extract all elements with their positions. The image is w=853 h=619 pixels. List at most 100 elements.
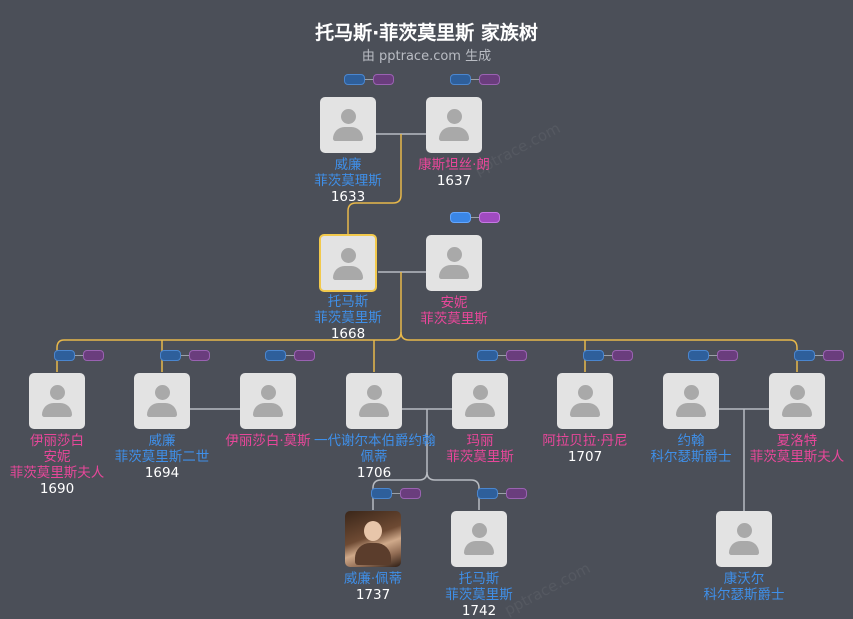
avatar[interactable] — [716, 511, 772, 567]
avatar[interactable] — [346, 373, 402, 429]
birth-year: 1737 — [355, 587, 391, 603]
parent-child-link — [56, 272, 402, 372]
male-tag[interactable] — [477, 488, 498, 499]
relation-tags[interactable] — [160, 350, 210, 361]
person-charlotte[interactable]: 夏洛特菲茨莫里斯夫人 — [737, 373, 853, 465]
name-line: 夏洛特 — [776, 433, 818, 449]
male-tag[interactable] — [688, 350, 709, 361]
male-tag[interactable] — [344, 74, 365, 85]
relation-tags[interactable] — [688, 350, 738, 361]
birth-year: 1668 — [330, 326, 366, 342]
avatar[interactable] — [240, 373, 296, 429]
avatar[interactable] — [557, 373, 613, 429]
male-tag[interactable] — [794, 350, 815, 361]
parent-child-link — [400, 331, 798, 372]
person-icon — [340, 109, 356, 124]
relation-tags[interactable] — [265, 350, 315, 361]
name-line: 伊丽莎白 — [30, 433, 84, 449]
avatar[interactable] — [29, 373, 85, 429]
female-tag[interactable] — [373, 74, 394, 85]
name-line: 菲茨莫理斯 — [314, 173, 382, 189]
name-line: 菲茨莫里斯 — [420, 311, 488, 327]
page-title: 托马斯·菲茨莫里斯 家族树 — [315, 22, 538, 44]
name-line: 托马斯 — [327, 294, 369, 310]
female-tag[interactable] — [717, 350, 738, 361]
female-tag[interactable] — [189, 350, 210, 361]
birth-year: 1742 — [461, 603, 497, 619]
name-line: 威廉·佩蒂 — [343, 571, 403, 587]
person-icon — [789, 385, 805, 400]
female-tag[interactable] — [479, 212, 500, 223]
name-line: 安妮 — [440, 295, 468, 311]
female-tag[interactable] — [83, 350, 104, 361]
portrait-photo[interactable] — [345, 511, 401, 567]
male-tag[interactable] — [477, 350, 498, 361]
relation-tags[interactable] — [477, 488, 527, 499]
avatar[interactable] — [451, 511, 507, 567]
male-tag[interactable] — [450, 212, 471, 223]
relation-tags[interactable] — [583, 350, 633, 361]
relation-tags[interactable] — [450, 74, 500, 85]
avatar[interactable] — [134, 373, 190, 429]
female-tag[interactable] — [506, 488, 527, 499]
name-line: 菲茨莫里斯夫人 — [749, 449, 845, 465]
person-mary[interactable]: 玛丽菲茨莫里斯 — [420, 373, 540, 465]
female-tag[interactable] — [479, 74, 500, 85]
person-icon — [683, 385, 699, 400]
relation-tags[interactable] — [54, 350, 104, 361]
name-line: 阿拉贝拉·丹尼 — [542, 433, 628, 449]
person-icon — [471, 523, 487, 538]
relation-tags[interactable] — [794, 350, 844, 361]
birth-year: 1690 — [39, 481, 75, 497]
male-tag[interactable] — [265, 350, 286, 361]
female-tag[interactable] — [612, 350, 633, 361]
avatar[interactable] — [769, 373, 825, 429]
male-tag[interactable] — [54, 350, 75, 361]
female-tag[interactable] — [294, 350, 315, 361]
female-tag[interactable] — [400, 488, 421, 499]
male-tag[interactable] — [371, 488, 392, 499]
person-icon — [736, 523, 752, 538]
avatar[interactable] — [426, 97, 482, 153]
person-icon — [366, 385, 382, 400]
name-line: 一代谢尔本伯爵约翰 — [314, 433, 436, 449]
avatar[interactable] — [663, 373, 719, 429]
male-tag[interactable] — [583, 350, 604, 361]
name-line: 玛丽 — [466, 433, 494, 449]
person-icon — [260, 385, 276, 400]
relation-tags[interactable] — [371, 488, 421, 499]
page-subtitle: 由 pptrace.com 生成 — [361, 49, 492, 64]
male-tag[interactable] — [160, 350, 181, 361]
avatar[interactable] — [426, 235, 482, 291]
name-line: 科尔瑟斯爵士 — [703, 587, 785, 603]
avatar-selected[interactable] — [319, 234, 377, 292]
birth-year: 1633 — [330, 189, 366, 205]
relation-tags[interactable] — [477, 350, 527, 361]
person-icon — [340, 248, 356, 263]
male-tag[interactable] — [450, 74, 471, 85]
relation-tags[interactable] — [450, 212, 500, 223]
relation-tags[interactable] — [344, 74, 394, 85]
avatar[interactable] — [452, 373, 508, 429]
person-anne[interactable]: 安妮菲茨莫里斯 — [394, 235, 514, 327]
female-tag[interactable] — [506, 350, 527, 361]
name-line: 安妮 — [43, 449, 71, 465]
avatar[interactable] — [320, 97, 376, 153]
female-tag[interactable] — [823, 350, 844, 361]
person-icon — [446, 247, 462, 262]
person-elizabeth-mo[interactable]: 伊丽莎白·莫斯 — [208, 373, 328, 449]
parent-child-link — [372, 409, 428, 510]
name-line: 伊丽莎白·莫斯 — [225, 433, 311, 449]
person-john-carbery[interactable]: 约翰科尔瑟斯爵士 — [631, 373, 751, 465]
person-edward[interactable]: 康沃尔科尔瑟斯爵士 — [684, 511, 804, 603]
